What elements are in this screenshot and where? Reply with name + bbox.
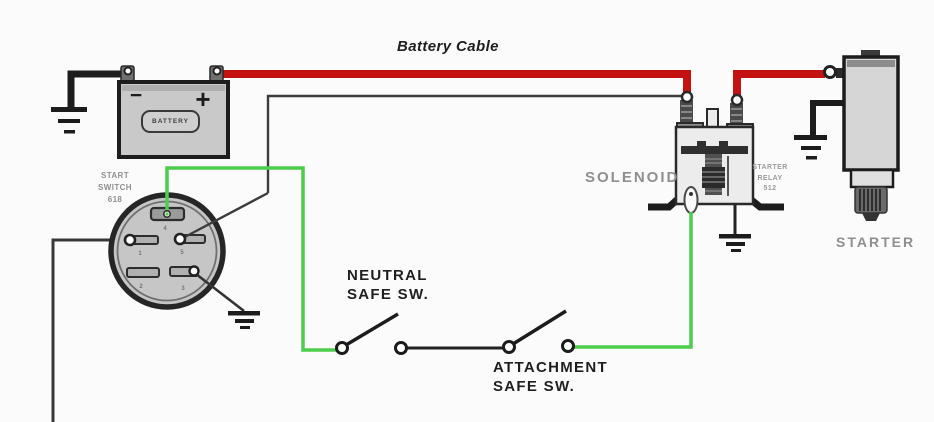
solenoid-left-bracket [648, 195, 682, 211]
start-switch-label-line3: 618 [107, 195, 123, 204]
starter-top-tab [861, 50, 880, 58]
gear-tip [862, 213, 880, 221]
plunger-stripes [702, 158, 725, 192]
neutral-label-line1: NEUTRAL [347, 267, 428, 284]
starter-ground-symbol [794, 135, 827, 160]
starter-relay-label-line1: STARTER [752, 164, 788, 171]
solenoid-label: SOLENOID [585, 169, 680, 186]
switch-terminal-mark-bottom-right: 3 [181, 286, 185, 292]
battery-negative-cable [67, 70, 127, 107]
switch-terminal-mark-bottom-left: 2 [139, 284, 143, 290]
attachment-switch-terminal-left [502, 340, 516, 354]
solenoid [648, 90, 784, 252]
switch-terminal-mark-top: 4 [163, 226, 167, 232]
contact-lug-left [697, 141, 706, 147]
battery-positive-symbol: + [195, 84, 210, 114]
attachment-switch-terminal-right [561, 339, 575, 353]
switch-ground-symbol [228, 311, 260, 329]
solenoid-right-post-terminal [730, 93, 744, 107]
starter-terminal-nub [836, 68, 846, 78]
solenoid-contact-bar [681, 146, 748, 154]
switch-terminal-mark-left: 1 [138, 251, 142, 257]
battery-negative-terminal-dot [123, 66, 133, 76]
battery-body [117, 80, 230, 159]
start-switch: 4 1 5 2 3 [108, 166, 336, 352]
start-switch-label-line1: START [100, 171, 130, 180]
battery-name-plate [141, 110, 200, 133]
attachment-safe-sw-label: ATTACHMENT SAFE SW. [493, 358, 608, 396]
neutral-switch-terminal-left [335, 341, 349, 355]
solenoid-to-switch-wire [266, 94, 684, 193]
battery-label: BATTERY [152, 118, 189, 125]
harness-wire-left [51, 238, 130, 422]
battery: − + [117, 65, 230, 159]
battery-positive-terminal-dot [212, 66, 222, 76]
attachment-safe-switch [502, 309, 575, 354]
neutral-switch-terminal-right [394, 341, 408, 355]
solenoid-signal-terminal [683, 186, 699, 214]
neutral-safe-switch [335, 312, 506, 355]
battery-ground-symbol [51, 107, 87, 134]
switch-terminal-bottom-right-dot [188, 265, 200, 277]
neutral-switch-blade [345, 312, 399, 347]
attachment-switch-blade [512, 309, 567, 346]
switch-ground-wire [195, 272, 245, 313]
green-wire-attachment-to-solenoid [571, 212, 693, 349]
start-switch-label: START SWITCH 618 [85, 170, 145, 206]
starter-motor-body [842, 55, 900, 172]
battery-cable-left-segment [216, 70, 691, 94]
starter-relay-label-line3: 512 [763, 185, 777, 192]
neutral-safe-sw-label: NEUTRAL SAFE SW. [347, 266, 429, 304]
switch-terminal-left-dot [123, 233, 137, 247]
attachment-label-line1: ATTACHMENT [493, 359, 608, 376]
start-switch-label-line2: SWITCH [98, 183, 132, 192]
switch-terminal-top-green-dot [165, 212, 169, 216]
solenoid-ground-symbol [719, 234, 751, 252]
starter-drive-housing [849, 168, 895, 189]
neutral-label-line2: SAFE SW. [347, 286, 430, 303]
gear-teeth [859, 189, 881, 211]
switch-terminal-mark-right: 5 [180, 250, 184, 256]
starter-top-band [847, 60, 895, 67]
battery-cable-label: Battery Cable [397, 38, 499, 55]
starter-ring-terminal [823, 65, 837, 79]
starter-relay-label: STARTER RELAY 512 [742, 163, 798, 195]
switch-terminal-right-dot [173, 232, 187, 246]
battery-top-band [122, 85, 225, 91]
solenoid-left-post-terminal [680, 90, 694, 104]
switch-terminal-bottom-left-bar [126, 267, 160, 278]
starter-label: STARTER [836, 234, 916, 250]
battery-cable-right-segment [733, 70, 825, 97]
starter [794, 50, 900, 221]
contact-lug-right [719, 141, 728, 147]
starter-ground-wire [810, 100, 845, 135]
battery-negative-symbol: − [130, 84, 142, 107]
solenoid-wire-switch-drop [180, 191, 269, 241]
switch-terminal-left-bar [132, 235, 159, 245]
stud-threads [681, 105, 742, 122]
solenoid-signal-terminal-dot [689, 192, 693, 196]
attachment-label-line2: SAFE SW. [493, 378, 576, 395]
starter-relay-label-line2: RELAY [757, 174, 783, 182]
green-wire-switch-to-neutral [165, 166, 336, 352]
